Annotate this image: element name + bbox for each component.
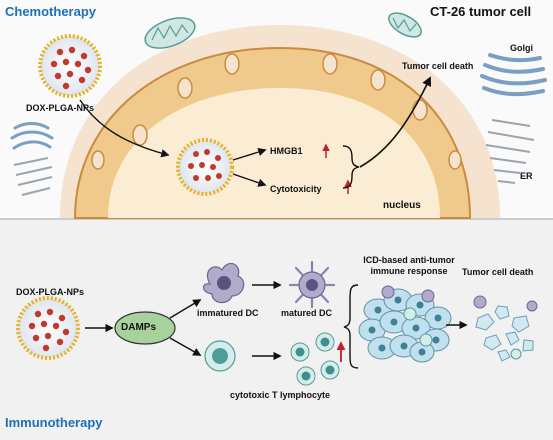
intracellular-nanoparticle-icon [176,138,234,196]
immune-response-label: ICD-based anti-tumor immune response [354,256,464,276]
t-cell-icon [204,340,236,372]
damps-node [114,311,176,345]
golgi-icon [480,53,547,97]
mitochondrion-icon [388,12,422,38]
tumor-cell-death-label: Tumor cell death [402,61,474,71]
immune-response-line1: ICD-based anti-tumor [363,255,455,265]
er-icon [485,119,535,184]
t-cell-label: cytotoxic T lymphocyte [230,390,331,400]
uptake-arrow [79,99,170,158]
cytotoxic-t-cells-icon [290,332,340,386]
section-title-chemotherapy: Chemotherapy [5,4,97,19]
nanoparticle-label-immuno: DOX-PLGA-NPs [16,287,85,297]
immune-response-line2: immune response [370,266,448,276]
tumor-death-label-immuno: Tumor cell death [462,267,534,277]
nanoparticle-label: DOX-PLGA-NPs [26,103,95,113]
er-label: ER [520,171,533,181]
nucleus-label: nucleus [383,200,421,211]
cytotoxicity-label: Cytotoxicity [270,184,322,194]
cell-title: CT-26 tumor cell [430,4,532,19]
nanoparticle-icon-immuno [16,296,80,360]
mature-dc-icon [288,260,336,309]
tumor-cluster-icon [358,285,452,363]
nuclear-pores [91,53,462,170]
immuno-panel [0,220,553,440]
golgi-icon-left [10,122,54,150]
brace [342,145,360,189]
er-icon-left [13,157,53,196]
damps-label: DAMPs [121,322,157,333]
immature-dc-icon [202,262,245,304]
hmgb1-label: HMGB1 [270,146,303,156]
mitochondrion-icon [144,17,196,49]
mature-dc-label: matured DC [281,308,333,318]
section-title-immunotherapy: Immunotherapy [5,415,103,430]
tumor-death-icon [473,295,538,362]
death-arrow [359,76,432,168]
immature-dc-label: immatured DC [197,308,259,318]
bracket [343,284,359,369]
nanoparticle-icon [38,34,102,98]
golgi-label: Golgi [510,43,533,53]
